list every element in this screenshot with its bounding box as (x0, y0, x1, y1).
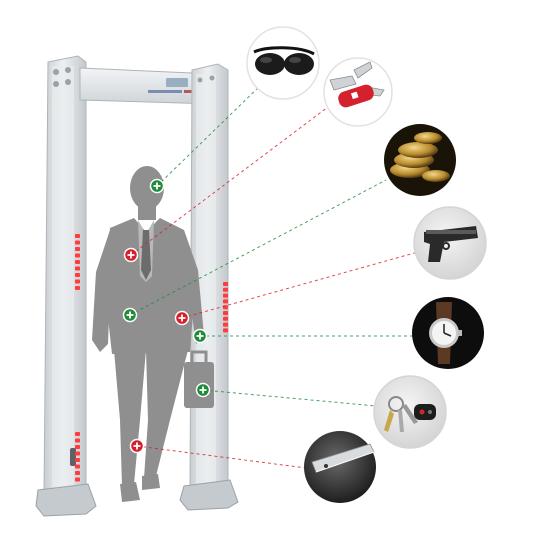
plus-icon (133, 442, 141, 450)
led-light (75, 471, 80, 475)
person-right-shoe (142, 474, 160, 490)
led-light (223, 299, 228, 304)
led-light (75, 445, 80, 449)
plus-icon (153, 182, 161, 190)
plus-icon (127, 251, 135, 259)
led-light (223, 287, 228, 292)
marker-safe (122, 307, 138, 323)
left-pillar (35, 55, 97, 517)
led-light (75, 451, 80, 456)
detected-items (246, 26, 487, 503)
led-light (75, 253, 80, 258)
led-light (75, 477, 80, 482)
item-bubble-coins (384, 124, 456, 196)
connector-lines (129, 81, 419, 469)
led-light (223, 316, 228, 321)
person-head (130, 166, 164, 210)
led-light (75, 464, 80, 469)
led-light (75, 458, 80, 462)
item-bubble-pocket-knife (323, 57, 393, 127)
led-light (223, 311, 228, 315)
left-led-strip (75, 234, 80, 290)
left-lower-led-strip (75, 432, 80, 482)
detection-markers (122, 178, 211, 454)
sunglasses-icon (253, 46, 315, 75)
connector-line (202, 389, 377, 407)
led-light (223, 305, 228, 310)
blade-icon (311, 443, 375, 473)
led-light (223, 322, 228, 327)
item-bubble-pistol (413, 206, 487, 280)
person-right-arm (180, 230, 204, 344)
wristwatch-icon (429, 302, 462, 364)
pocket-knife-icon (329, 61, 385, 108)
connector-line (181, 251, 419, 319)
coins-icon (390, 132, 450, 182)
marker-safe (195, 382, 211, 398)
connector-line (129, 179, 387, 316)
led-light (75, 234, 80, 238)
led-light (75, 266, 80, 271)
marker-alert (174, 310, 190, 326)
person-left-arm (92, 230, 118, 352)
led-light (75, 286, 80, 290)
gate-display (166, 78, 188, 87)
led-light (223, 293, 228, 298)
pistol-icon (424, 226, 478, 262)
person-left-leg (114, 350, 146, 486)
led-light (223, 328, 228, 333)
led-light (75, 279, 80, 284)
marker-alert (123, 247, 139, 263)
plus-icon (178, 314, 186, 322)
item-bubble-blade (304, 431, 376, 503)
person-left-shoe (120, 482, 140, 502)
led-light (75, 247, 80, 251)
marker-safe (149, 178, 165, 194)
person-tie (141, 230, 151, 280)
plus-icon (196, 332, 204, 340)
marker-safe (192, 328, 208, 344)
led-light (75, 432, 80, 436)
plus-icon (199, 386, 207, 394)
led-light (75, 273, 80, 277)
person-right-leg (144, 350, 188, 478)
right-led-strip (223, 282, 228, 333)
keys-icon (384, 396, 436, 432)
connector-line (156, 81, 265, 187)
item-bubble-keys (373, 375, 447, 449)
plus-icon (126, 311, 134, 319)
led-light (75, 260, 80, 264)
walk-through-gate (35, 55, 239, 517)
item-bubble-sunglasses (246, 26, 320, 100)
connector-line (136, 445, 307, 469)
led-light (75, 438, 80, 443)
led-light (75, 240, 80, 245)
marker-alert (129, 438, 145, 454)
item-bubble-wristwatch (412, 297, 484, 369)
led-light (223, 282, 228, 286)
